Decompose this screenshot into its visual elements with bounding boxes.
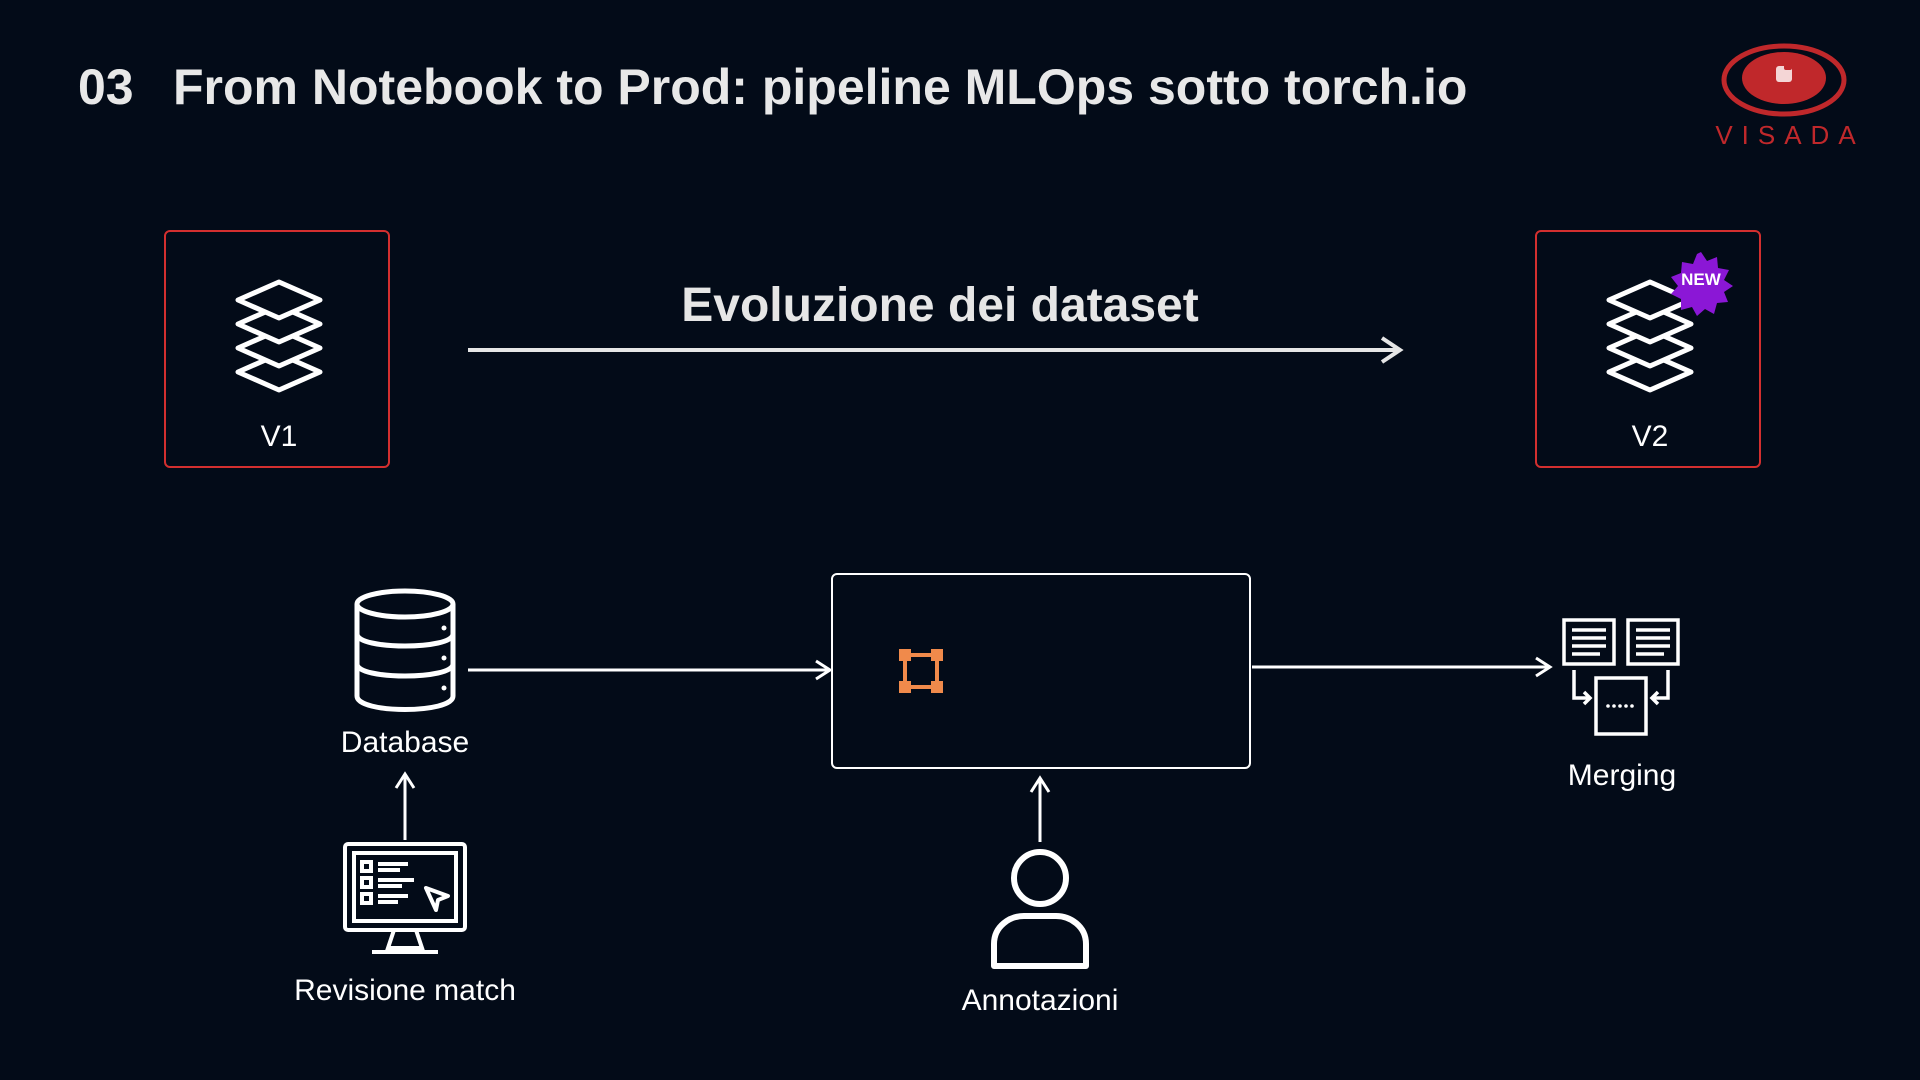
revision-to-database-arrow <box>394 771 416 840</box>
new-badge-label: NEW <box>1681 270 1721 289</box>
database-label: Database <box>340 726 470 759</box>
slide-number: 03 <box>78 59 134 115</box>
bounding-box-icon <box>899 649 943 693</box>
v1-label: V1 <box>260 420 298 453</box>
revision-label: Revisione match <box>294 974 516 1007</box>
annotations-to-tool-arrow <box>1029 775 1051 842</box>
stacked-layers-icon <box>1606 279 1694 393</box>
visada-logo <box>1721 43 1847 117</box>
monitor-checklist-icon <box>343 842 467 954</box>
new-badge-icon <box>1671 252 1733 316</box>
evolution-arrow <box>468 336 1404 364</box>
tool-to-merging-arrow <box>1252 656 1553 678</box>
stacked-layers-icon <box>235 279 323 393</box>
logo-text: VISADA <box>1715 120 1865 150</box>
slide-title: From Notebook to Prod: pipeline MLOps so… <box>173 59 1468 115</box>
dataset-v1-box: V1 <box>164 230 390 468</box>
merging-label: Merging <box>1567 759 1677 792</box>
v2-label: V2 <box>1631 420 1669 453</box>
dataset-v2-box: NEW V2 <box>1535 230 1761 468</box>
database-to-tool-arrow <box>468 659 833 681</box>
user-icon <box>991 849 1089 969</box>
evolution-label: Evoluzione dei dataset <box>681 279 1199 332</box>
merge-documents-icon <box>1562 618 1680 736</box>
database-icon <box>354 588 456 712</box>
annotation-tool-box <box>831 573 1251 769</box>
annotations-label: Annotazioni <box>961 984 1119 1017</box>
